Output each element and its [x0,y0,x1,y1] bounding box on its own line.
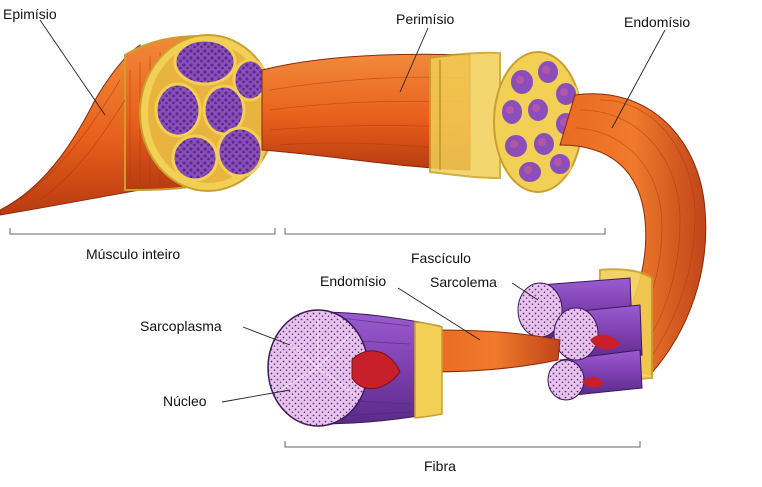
whole-muscle [0,34,277,216]
leader-epimisio [39,19,106,116]
label-sarcoplasma: Sarcoplasma [140,318,222,334]
leader-nucleo [221,389,291,403]
label-sarcolema: Sarcolema [430,274,497,290]
bracket-fibra [284,441,641,448]
leader-endomisio-mid [397,287,481,341]
leader-perimisio [399,27,429,93]
leader-sarcoplasma [242,326,291,346]
bracket-fasciculo [284,228,606,235]
label-epimisio: Epimísio [3,6,57,22]
label-fibra: Fibra [424,458,456,474]
bracket-musculo-inteiro [9,228,276,235]
label-fasciculo: Fascículo [411,250,471,266]
label-perimisio: Perimísio [396,11,455,27]
leader-lines [39,19,666,403]
leader-endomisio-top [611,29,666,129]
label-brackets [9,228,641,448]
label-nucleo: Núcleo [163,393,207,409]
label-endomisio-top: Endomísio [624,14,691,30]
fascicle [261,51,583,193]
single-fiber [267,309,443,427]
label-musculo-inteiro: Músculo inteiro [86,246,181,262]
muscle-fibers [429,277,643,401]
label-endomisio-mid: Endomísio [320,273,387,289]
leader-sarcolema [511,282,539,301]
